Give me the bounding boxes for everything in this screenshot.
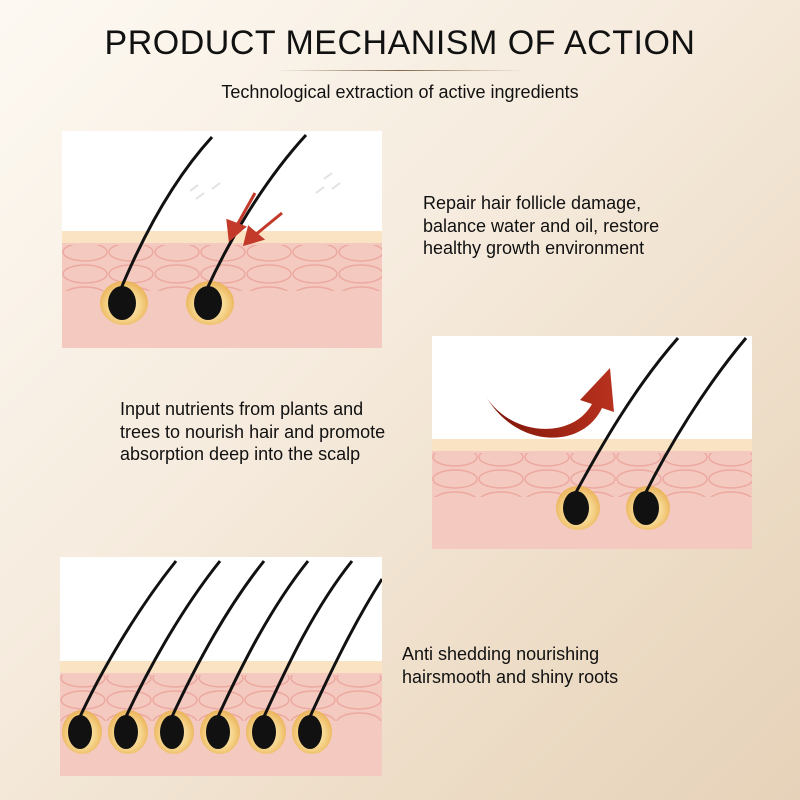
step-description: Anti shedding nourishing hairsmooth and … — [402, 644, 619, 687]
hair-strand-icon — [556, 337, 680, 530]
step-description: Input nutrients from plants and trees to… — [120, 399, 386, 464]
hair-strand-icon — [246, 560, 354, 754]
upward-arrow-icon — [487, 368, 614, 438]
hair-strand-icon — [200, 560, 310, 754]
follicle-repair-illustration — [62, 131, 382, 348]
hair-strand-icon — [292, 578, 382, 754]
step-description: Repair hair follicle damage, balance wat… — [423, 193, 660, 258]
nutrient-absorption-illustration — [432, 336, 752, 549]
healthy-roots-illustration — [60, 557, 382, 776]
page-subtitle: Technological extraction of active ingre… — [221, 82, 579, 102]
hair-strand-icon — [100, 135, 214, 325]
hair-strand-icon — [626, 337, 748, 530]
title-divider — [275, 70, 525, 71]
hair-strand-icon — [186, 133, 308, 325]
hair-strand-icon — [154, 560, 266, 754]
hair-strand-icon — [62, 560, 178, 754]
page-title: PRODUCT MECHANISM OF ACTION — [104, 24, 696, 62]
repair-arrow-icon — [226, 192, 283, 247]
hair-strand-icon — [108, 560, 222, 754]
